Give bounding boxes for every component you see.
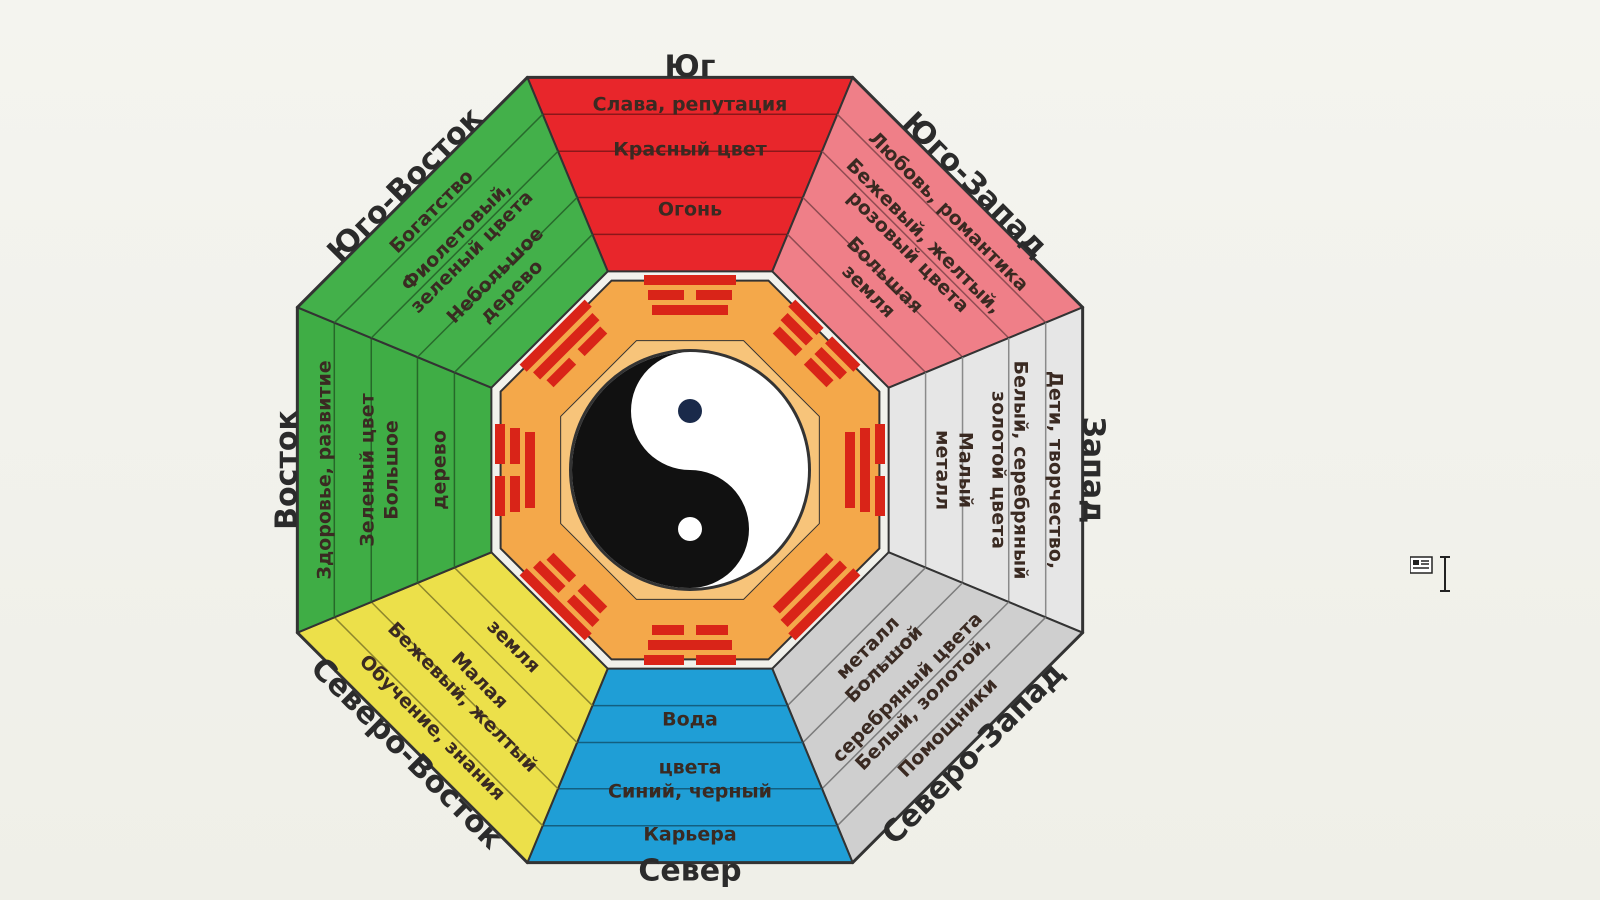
text-cursor-area [1410, 555, 1460, 595]
sector-text-north: Вода [662, 709, 718, 731]
trigram-icon-east [495, 424, 535, 516]
sector-text-west: Малый [955, 432, 977, 508]
sector-text-west: металл [932, 430, 954, 510]
direction-label-north: Север [638, 854, 741, 889]
sector-text-south: Огонь [658, 199, 722, 221]
sector-text-east: Зеленый цвет [357, 393, 379, 546]
trigram-icon-south [644, 275, 736, 315]
sector-text-south: Слава, репутация [593, 94, 788, 116]
sector-text-north: Синий, черный [608, 781, 772, 803]
direction-label-west: Запад [1076, 417, 1111, 524]
sector-text-east: дерево [429, 430, 451, 510]
sector-text-north: Карьера [643, 824, 736, 846]
document-icon [1410, 556, 1433, 574]
direction-label-south: Юг [665, 50, 716, 85]
sector-text-west: Дети, творчество, [1045, 371, 1067, 569]
trigram-icon-north [644, 625, 736, 665]
trigram-icon-west [845, 424, 885, 516]
text-cursor-icon [1440, 556, 1450, 592]
yin-yang-icon [569, 349, 811, 591]
trigram-icon-southeast [519, 299, 608, 388]
sector-text-north: цвета [659, 757, 722, 779]
direction-label-east: Восток [270, 410, 305, 530]
trigram-icon-northwest [772, 552, 861, 641]
sector-text-south: Красный цвет [613, 139, 766, 161]
sector-text-east: Большое [381, 420, 403, 520]
sector-text-east: Здоровье, развитие [314, 360, 336, 579]
sector-text-west: Белый, серебряный [1010, 361, 1032, 580]
sector-text-west: золотой цвета [988, 391, 1010, 549]
trigram-icon-northeast [519, 552, 608, 641]
trigram-icon-southwest [772, 299, 861, 388]
